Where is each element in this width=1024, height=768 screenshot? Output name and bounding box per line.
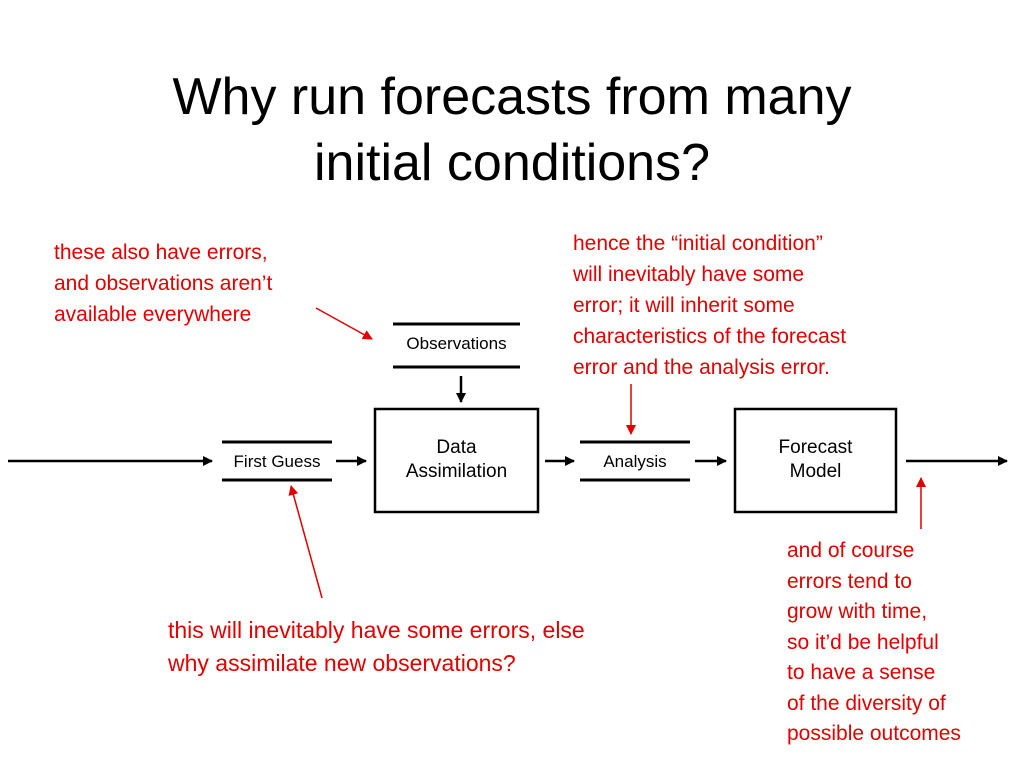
first-guess-note-pointer: [288, 485, 323, 599]
observations-error-note: these also have errors, and observations…: [54, 237, 272, 330]
analysis-store: [580, 440, 690, 482]
note-line: why assimilate new observations?: [168, 650, 516, 676]
data-assimilation-label: Data Assimilation: [375, 436, 538, 484]
analysis-error-note: hence the “initial condition” will inevi…: [573, 228, 846, 383]
first-guess-error-note: this will inevitably have some errors, e…: [168, 614, 585, 680]
slide-title-line-1: Why run forecasts from many: [172, 68, 852, 126]
observations-store: [393, 322, 520, 369]
forecast-model-label-line-1: Forecast: [778, 437, 853, 458]
note-line: grow with time,: [787, 600, 928, 623]
note-line: and of course: [787, 539, 915, 562]
note-line: these also have errors,: [54, 241, 268, 264]
note-line: error; it will inherit some: [573, 294, 795, 317]
note-line: so it’d be helpful: [787, 630, 939, 654]
observations-label: Observations: [406, 334, 507, 353]
note-line: available everywhere: [54, 303, 252, 326]
data-assimilation-box: [373, 407, 540, 514]
note-line: of the diversity of: [787, 691, 946, 715]
forecast-model-label: Forecast Model: [735, 436, 896, 484]
forecast-growth-note: and of course errors tend to grow with t…: [787, 536, 961, 750]
note-line: errors tend to: [787, 569, 912, 593]
first-guess-label: First Guess: [233, 452, 321, 471]
data-assimilation-label-line-1: Data: [436, 437, 477, 458]
note-line: this will inevitably have some errors, e…: [168, 617, 585, 643]
note-line: possible outcomes: [787, 722, 961, 745]
analysis-label: Analysis: [603, 452, 667, 471]
note-line: and observations aren’t: [54, 272, 273, 295]
note-line: characteristics of the forecast: [573, 325, 847, 348]
slide-title-line-2: initial conditions?: [313, 134, 711, 192]
slide-title: Why run forecasts from many initial cond…: [0, 64, 1024, 196]
forecast-model-box: [733, 407, 898, 514]
note-line: error and the analysis error.: [573, 356, 830, 379]
note-line: to have a sense: [787, 661, 936, 684]
data-assimilation-label-line-2: Assimilation: [405, 461, 508, 482]
note-line: will inevitably have some: [573, 263, 805, 286]
observations-note-pointer: [315, 307, 373, 340]
forecast-model-label-line-2: Model: [789, 461, 842, 482]
first-guess-store: [222, 440, 332, 482]
note-line: hence the “initial condition”: [573, 232, 823, 255]
